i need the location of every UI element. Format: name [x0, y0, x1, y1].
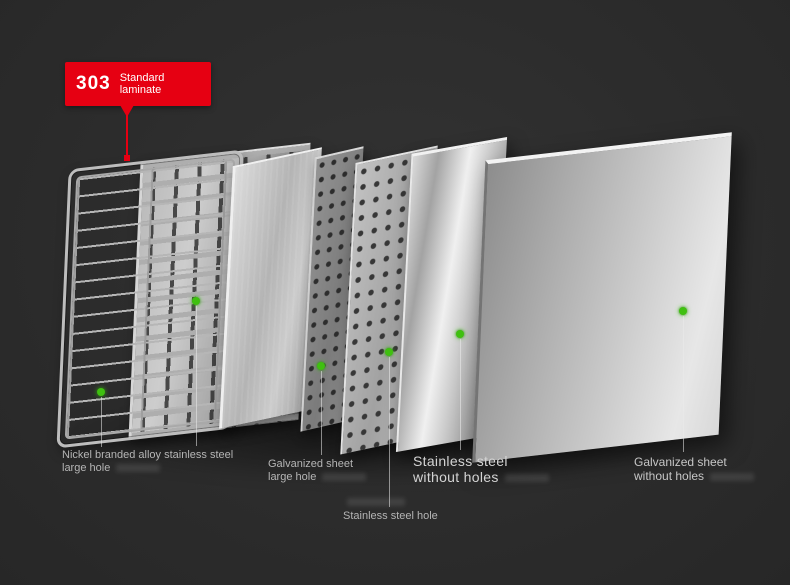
callout-number: 303 [76, 73, 111, 94]
callout-tip-dot [124, 155, 130, 161]
label-text: without holes [413, 469, 499, 485]
label-stainless-no-holes: Stainless steel without holes [413, 453, 549, 485]
label-text: large hole [268, 471, 317, 483]
marker-dot-stainless-no-holes [456, 330, 464, 338]
faded-text [116, 464, 161, 473]
label-text: without holes [634, 469, 705, 483]
label-wire-grid: Nickel branded alloy stainless steel lar… [62, 449, 233, 475]
callout-pointer-arrow [120, 105, 134, 117]
label-text: Nickel branded alloy stainless steel [62, 449, 234, 461]
faded-text [322, 473, 367, 482]
leader-line-stainless-hole [389, 357, 390, 507]
galvanized-solid-panel [472, 132, 732, 463]
faded-text [504, 474, 549, 483]
callout-leader-line [126, 114, 128, 156]
label-text: Galvanized sheet [268, 458, 353, 470]
label-galvanized-no-holes: Galvanized sheet without holes [634, 455, 755, 483]
leader-line-slotted [196, 306, 197, 446]
label-text: Stainless steel [413, 453, 508, 469]
faded-text [710, 472, 755, 481]
callout-badge: 303 Standard laminate [65, 62, 211, 106]
marker-dot-wire-grid [97, 388, 105, 396]
marker-dot-slotted [192, 297, 200, 305]
label-galvanized-large-hole: Galvanized sheet large hole [268, 458, 367, 484]
leader-line-stainless-no-holes [460, 339, 461, 450]
marker-dot-galvanized-large-hole [317, 362, 325, 370]
marker-dot-galvanized-no-holes [679, 307, 687, 315]
label-text: Stainless steel hole [343, 510, 438, 522]
leader-line-galvanized-no-holes [683, 316, 684, 452]
leader-line-galvanized-large-hole [321, 371, 322, 455]
label-text: large hole [62, 462, 111, 474]
leader-line-wire-grid [101, 397, 102, 447]
wire-mesh [64, 158, 236, 440]
label-text: Galvanized sheet [634, 455, 727, 469]
callout-label: Standard laminate [119, 72, 165, 96]
faded-text [347, 498, 405, 506]
marker-dot-stainless-hole [385, 348, 393, 356]
label-stainless-hole: Stainless steel hole [343, 498, 438, 523]
wire-grid-shelf [56, 149, 244, 449]
